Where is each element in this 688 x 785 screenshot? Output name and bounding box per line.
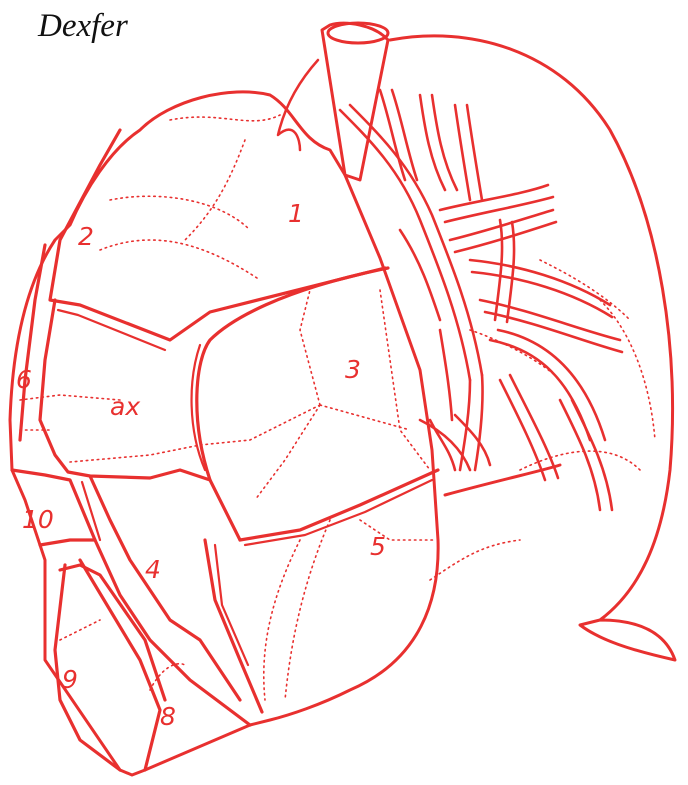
segment-label-5: 5 — [370, 532, 386, 561]
bronchus-stump — [322, 23, 388, 180]
segment-label-ax: ax — [110, 392, 140, 421]
segment-label-1: 1 — [288, 199, 304, 228]
segment-label-8: 8 — [160, 702, 176, 731]
medial-surface-outline — [390, 36, 675, 660]
segment-label-3: 3 — [345, 355, 361, 384]
inner-borders — [58, 310, 432, 665]
segment-label-6: 6 — [16, 365, 32, 394]
segment-label-10: 10 — [22, 505, 54, 534]
hilar-vessels — [340, 90, 622, 510]
segment-labels: 1 2 3 4 5 6 ax 8 9 10 — [16, 199, 386, 731]
segment-label-9: 9 — [62, 665, 78, 694]
segment-label-4: 4 — [145, 555, 161, 584]
segment-label-2: 2 — [78, 222, 94, 251]
